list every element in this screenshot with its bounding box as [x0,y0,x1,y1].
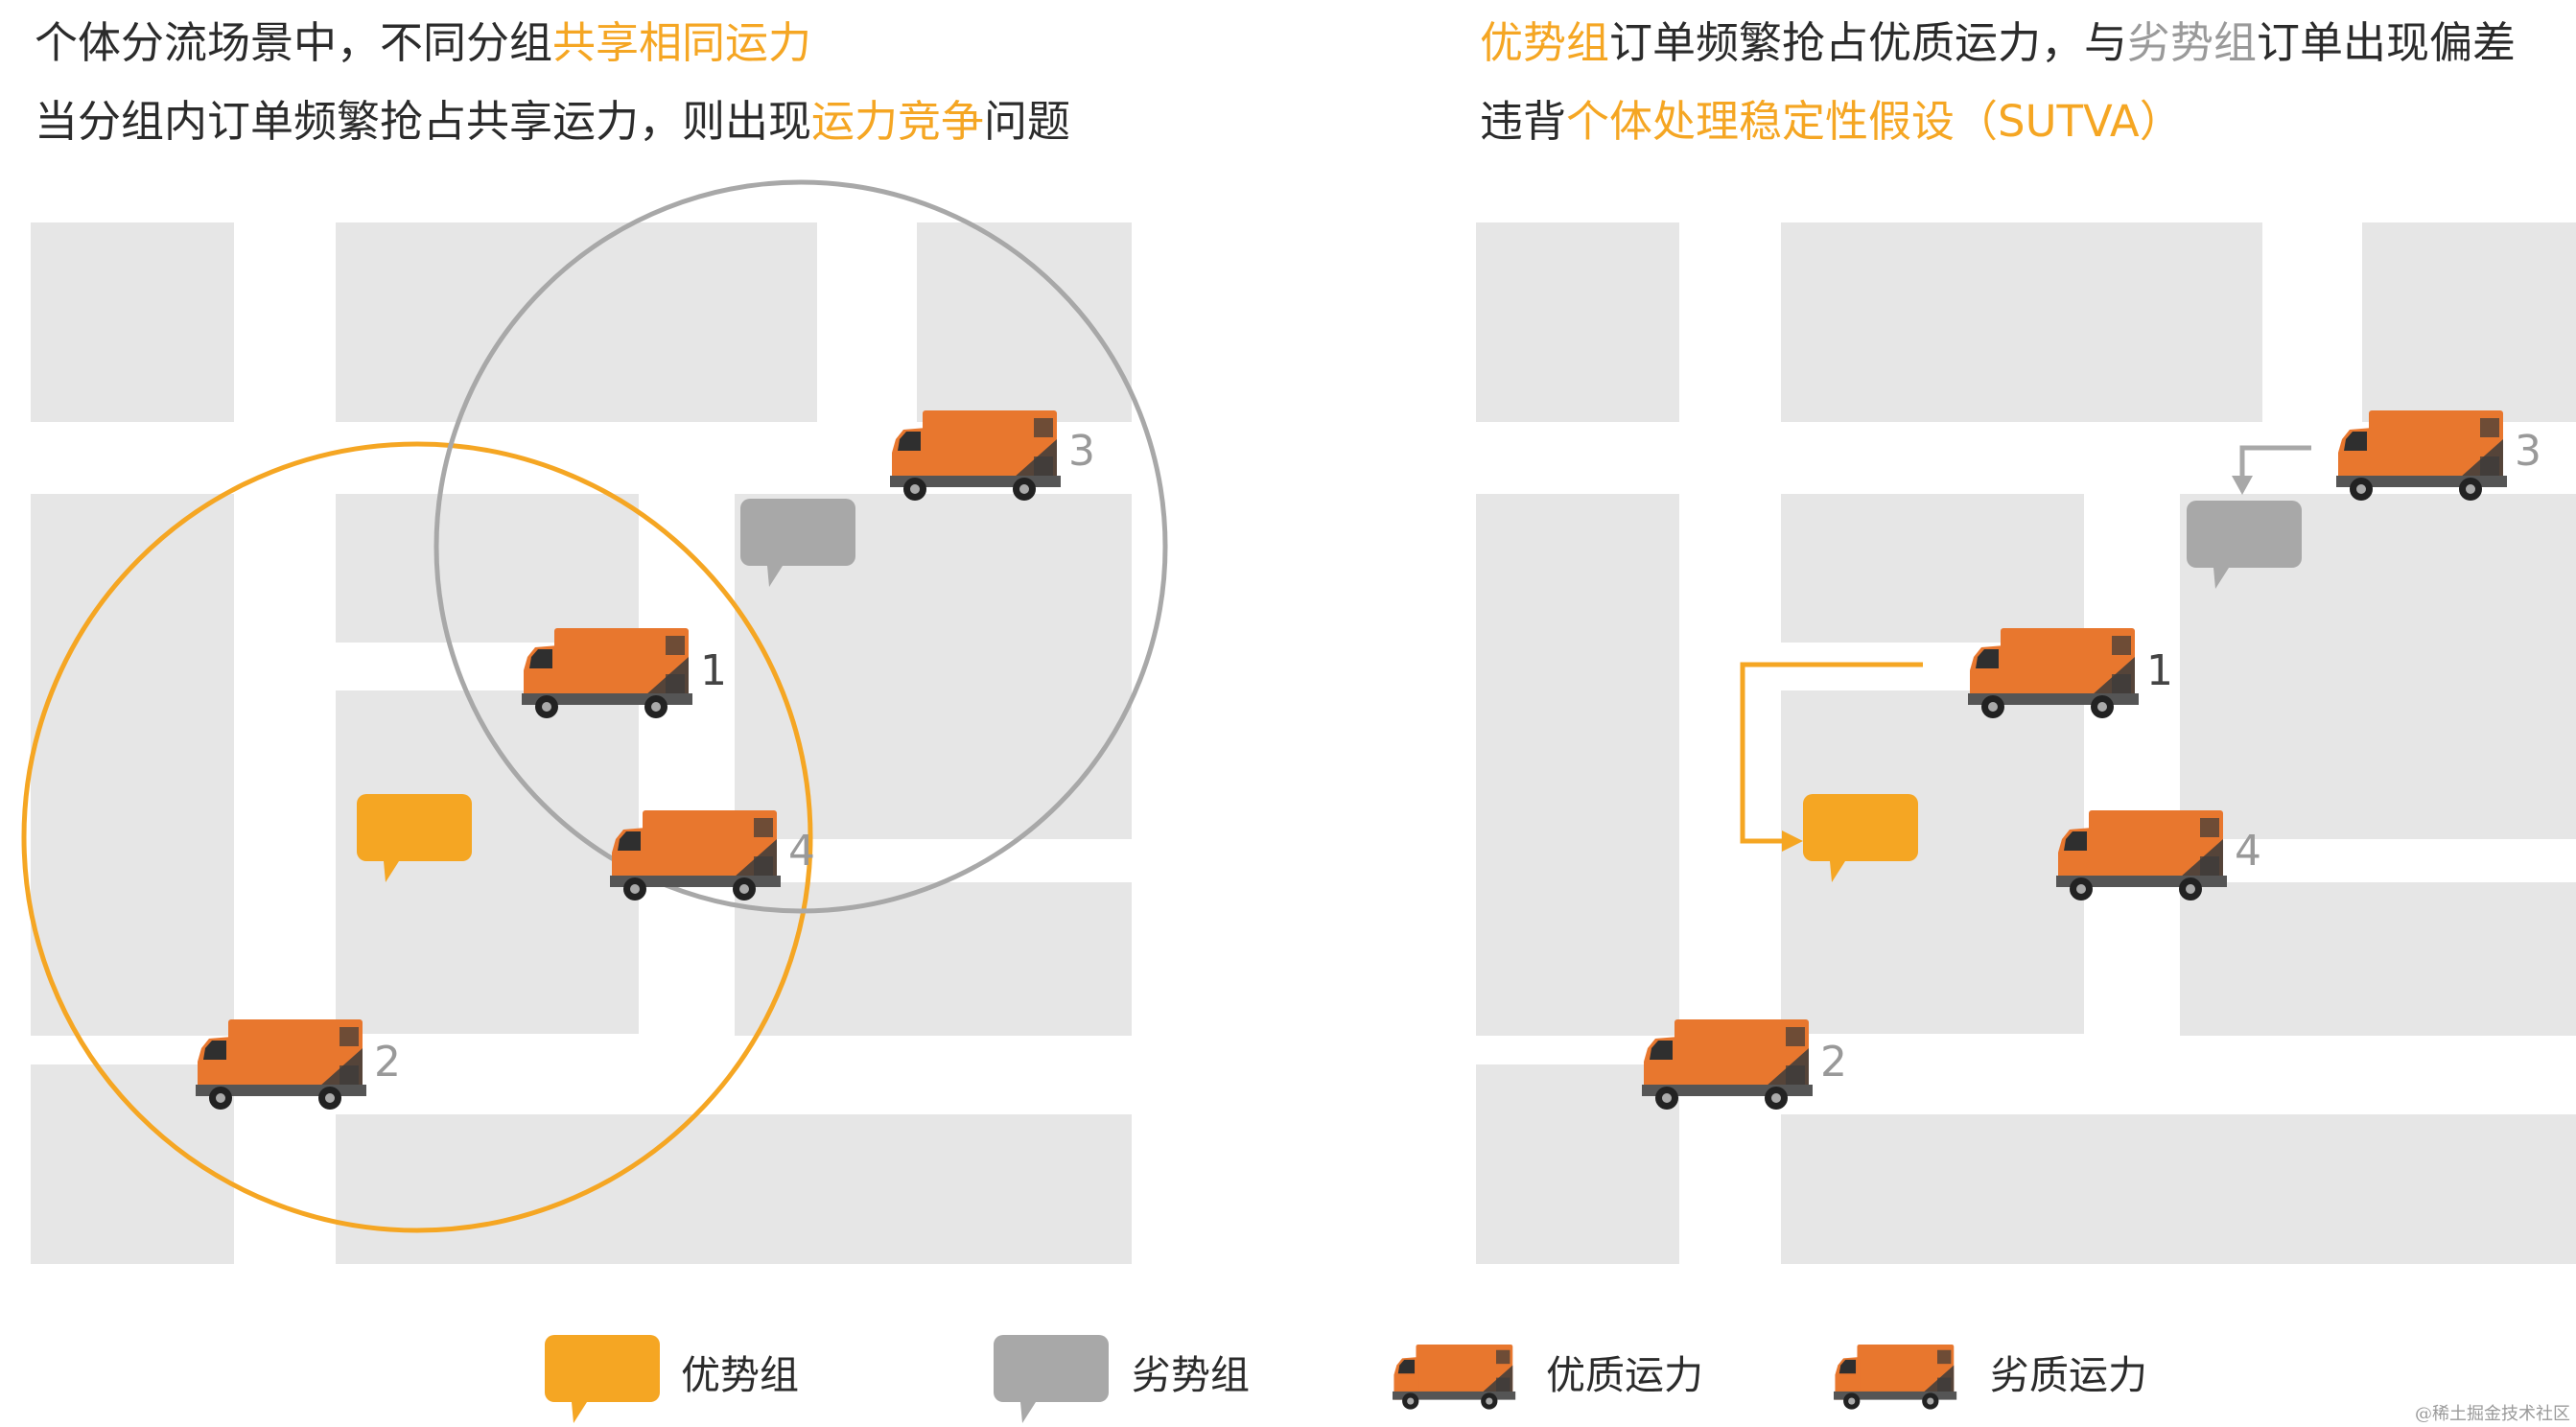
truck-label: 1 [2146,646,2173,695]
map-block [2362,222,2576,422]
right-truck-3: 3 [2336,410,2541,501]
map-block [31,494,234,1036]
right-truck-2: 2 [1642,1019,1847,1110]
truck-label: 4 [2235,827,2261,876]
map-block [31,222,234,422]
legend-quality-truck-icon [1393,1345,1516,1410]
truck-label: 2 [374,1038,401,1087]
map-block [2180,882,2576,1036]
watermark: @稀土掘金技术社区 [2415,1404,2570,1424]
disadvantage-range-circle [433,179,1168,914]
left-truck-4: 4 [610,810,815,901]
truck-label: 3 [1068,427,1095,476]
advantage-range-circle [21,441,813,1233]
legend-advantage-label: 优势组 [681,1352,799,1398]
left-truck-1: 1 [522,628,727,718]
map-block [1781,690,2084,1034]
map-block [336,222,817,422]
caption-text: 问题 [984,96,1071,147]
left-map [31,222,1132,1264]
truck-label: 1 [700,646,727,695]
right-caption-line1: 优势组订单频繁抢占优质运力，与劣势组订单出现偏差 [1480,21,2516,64]
map-block [336,494,639,643]
right-caption-line2: 违背个体处理稳定性假设（SUTVA） [1480,100,2183,143]
orange-dispatch-arrow [1740,662,1923,852]
left-caption-line1: 个体分流场景中，不同分组共享相同运力 [35,21,811,64]
caption-text: 订单出现偏差 [2257,17,2517,68]
map-block [917,222,1132,422]
caption-highlight: 共享相同运力 [552,17,812,68]
map-block [735,882,1132,1036]
right-truck-4: 4 [2056,810,2261,901]
map-block [1476,494,1679,1036]
legend-disadvantage-label: 劣势组 [1132,1352,1250,1398]
legend-poor-truck-icon [1834,1345,1957,1410]
legend-disadvantage-icon [994,1335,1109,1423]
caption-text: 个体分流场景中，不同分组 [35,17,553,68]
truck-label: 4 [788,827,815,876]
gray-dispatch-arrow [2232,445,2311,495]
truck-label: 3 [2515,427,2541,476]
caption-text: 违背 [1480,96,1567,147]
left-truck-2: 2 [196,1019,401,1110]
left-caption-line2: 当分组内订单频繁抢占共享运力，则出现运力竞争问题 [35,100,1070,143]
map-block [336,690,639,1034]
caption-highlight: 个体处理稳定性假设（SUTVA） [1566,96,2183,147]
left-truck-3: 3 [890,410,1095,501]
truck-label: 2 [1820,1038,1847,1087]
map-block [1781,1114,2576,1264]
caption-text: 订单频繁抢占优质运力，与 [1609,17,2128,68]
caption-highlight: 优势组 [1480,17,1610,68]
right-truck-1: 1 [1968,628,2173,718]
map-block [1476,1064,1679,1264]
caption-gray: 劣势组 [2127,17,2258,68]
legend-quality-label: 优质运力 [1546,1352,1703,1398]
map-block [336,1114,1132,1264]
right-map [1476,222,2576,1264]
map-block [1781,222,2262,422]
legend-poor-label: 劣质运力 [1990,1352,2147,1398]
map-block [1476,222,1679,422]
caption-highlight: 运力竞争 [811,96,985,147]
caption-text: 当分组内订单频繁抢占共享运力，则出现 [35,96,812,147]
legend-advantage-icon [545,1335,660,1423]
map-block [1781,494,2084,643]
